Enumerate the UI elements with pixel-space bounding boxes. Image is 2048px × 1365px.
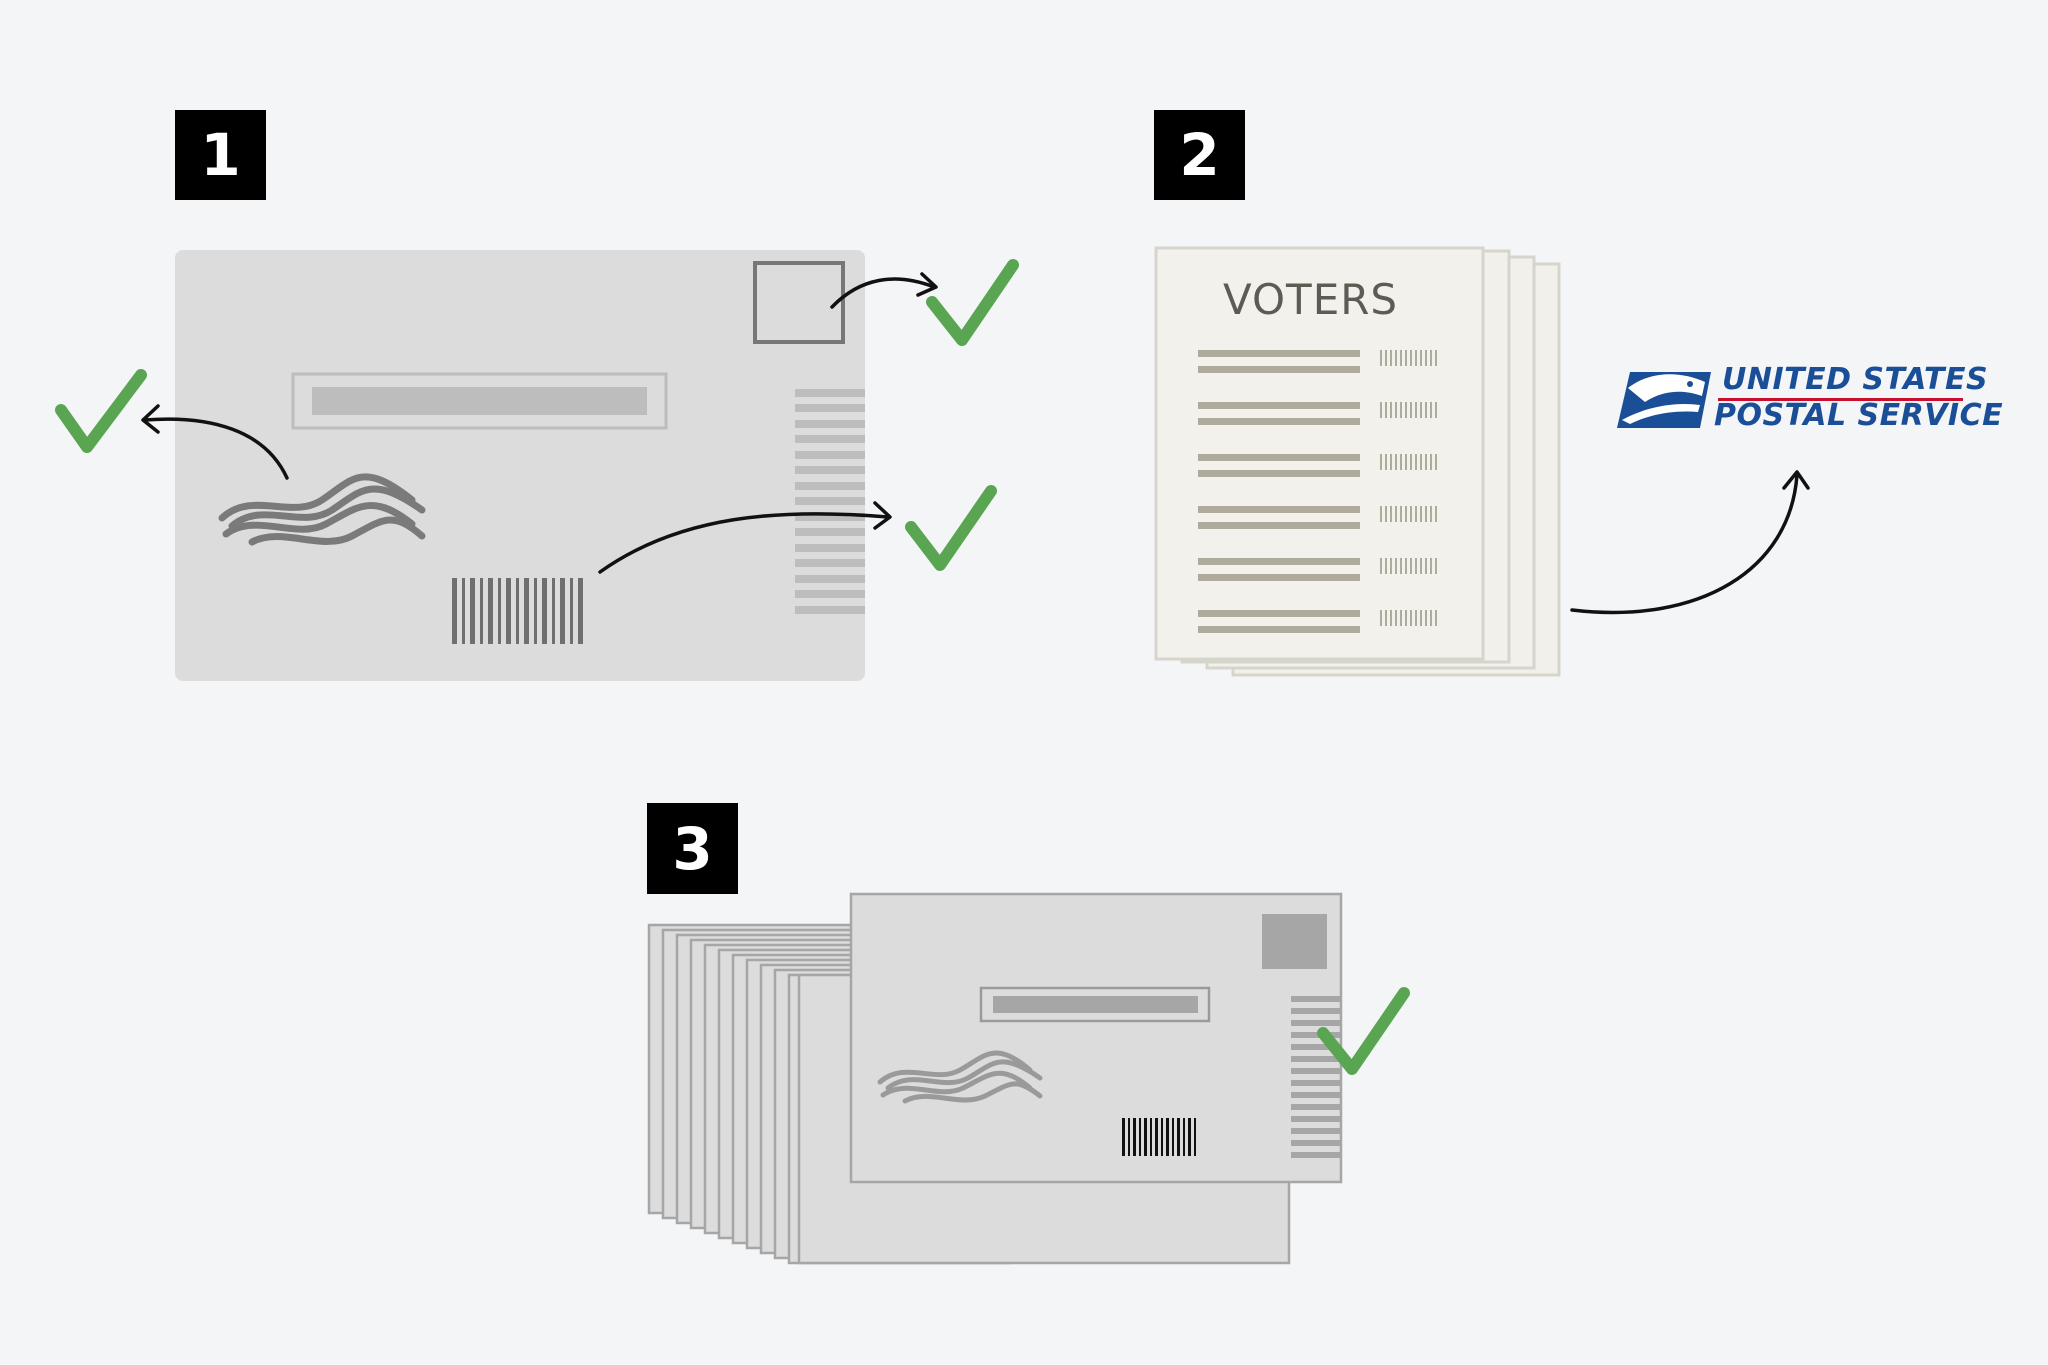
step-1-envelope	[175, 250, 865, 681]
front-envelope	[849, 892, 1343, 1184]
stamp-box	[753, 261, 845, 344]
address-line	[312, 387, 647, 415]
voter-row-barcodes	[1380, 350, 1437, 626]
wave-postmark-icon	[877, 1050, 1043, 1104]
usps-divider	[1718, 398, 1963, 401]
step-3-badge: 3	[647, 803, 738, 894]
eagle-logo-icon	[1617, 372, 1711, 428]
wave-postmark-icon	[218, 473, 426, 546]
address-line	[993, 996, 1198, 1013]
voter-list-title: VOTERS	[1223, 275, 1399, 324]
address-box	[291, 372, 668, 430]
check-icon	[55, 369, 147, 453]
stamp-filled	[1262, 914, 1327, 969]
check-icon	[905, 485, 997, 571]
check-icon	[1317, 987, 1410, 1075]
side-lines	[795, 389, 865, 614]
step-2-badge: 2	[1154, 110, 1245, 200]
arrow-icon	[141, 272, 938, 574]
step-1-badge: 1	[175, 110, 266, 200]
arrow-icon	[1570, 470, 1810, 615]
usps-line-2: POSTAL SERVICE	[1714, 398, 2004, 433]
barcode-icon	[1122, 1118, 1196, 1156]
voter-rows	[1198, 350, 1360, 633]
check-icon	[926, 259, 1019, 346]
barcode-icon	[452, 578, 583, 644]
voter-list-stack	[1154, 246, 1561, 677]
address-box	[979, 986, 1211, 1023]
side-lines	[1291, 996, 1341, 1158]
usps-line-1: UNITED STATES	[1722, 362, 1989, 397]
